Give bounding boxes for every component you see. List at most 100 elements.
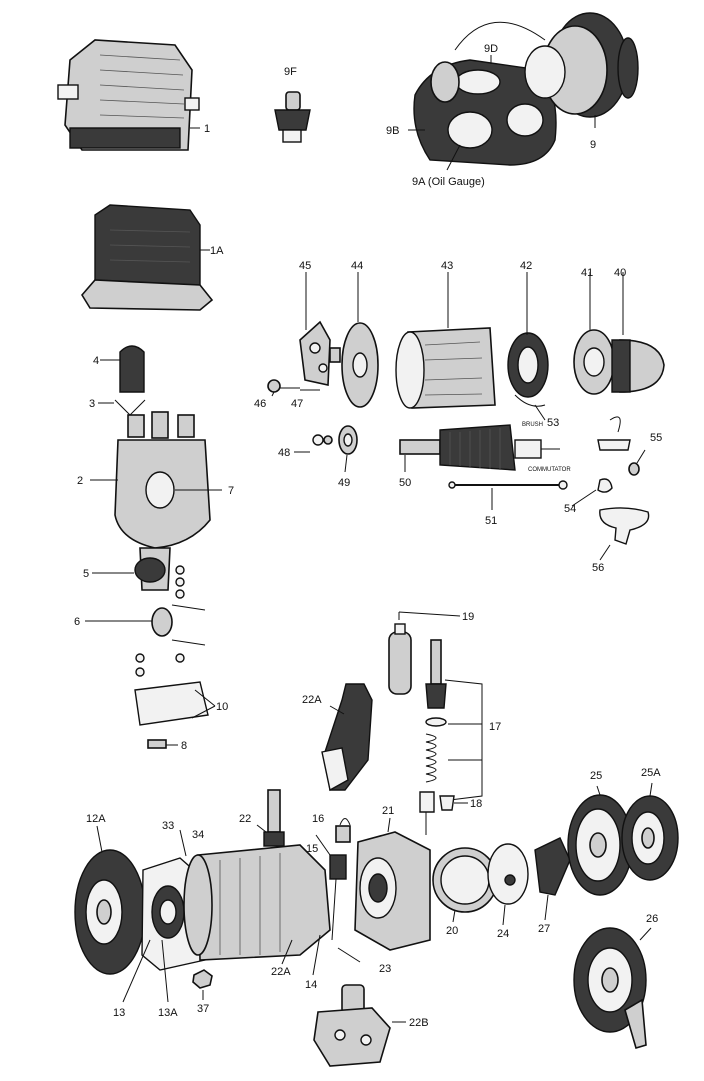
label-4: 4 bbox=[93, 355, 99, 367]
label-18: 18 bbox=[470, 798, 482, 810]
label-20: 20 bbox=[446, 925, 458, 937]
label-53: 53 bbox=[547, 417, 559, 429]
label-22: 22 bbox=[239, 813, 251, 825]
screw-46 bbox=[267, 379, 300, 393]
label-9b: 9B bbox=[386, 125, 399, 137]
cover-band-40 bbox=[611, 339, 665, 393]
plug-18 bbox=[419, 791, 455, 835]
label-commutator: COMMUTATOR bbox=[528, 467, 571, 473]
label-1a: 1A bbox=[210, 245, 224, 257]
ring-20 bbox=[432, 847, 498, 913]
label-33: 33 bbox=[162, 820, 174, 832]
label-3: 3 bbox=[89, 398, 95, 410]
label-27: 27 bbox=[538, 923, 550, 935]
end-plate-45 bbox=[299, 320, 331, 386]
label-34: 34 bbox=[192, 829, 204, 841]
clip-3 bbox=[114, 399, 146, 416]
terminal-55 bbox=[597, 439, 640, 476]
label-13: 13 bbox=[113, 1007, 125, 1019]
label-47: 47 bbox=[291, 398, 303, 410]
label-44: 44 bbox=[351, 260, 363, 272]
label-2: 2 bbox=[77, 475, 83, 487]
label-42: 42 bbox=[520, 260, 532, 272]
cam-24 bbox=[487, 843, 529, 905]
label-5: 5 bbox=[83, 568, 89, 580]
bearing-44 bbox=[329, 322, 379, 408]
label-54: 54 bbox=[564, 503, 576, 515]
commutator-end-41 bbox=[573, 329, 615, 395]
label-51: 51 bbox=[485, 515, 497, 527]
label-12a: 12A bbox=[86, 813, 106, 825]
gauge-housing-9 bbox=[524, 12, 639, 118]
cutout-relay-1A bbox=[81, 204, 214, 311]
fitting-22 bbox=[263, 789, 285, 847]
label-46: 46 bbox=[254, 398, 266, 410]
label-26: 26 bbox=[646, 913, 658, 925]
label-55: 55 bbox=[650, 432, 662, 444]
label-13a: 13A bbox=[158, 1007, 178, 1019]
fitting-15 bbox=[329, 854, 347, 941]
label-brush: BRUSH bbox=[522, 422, 543, 428]
label-23: 23 bbox=[379, 963, 391, 975]
label-7: 7 bbox=[228, 485, 234, 497]
instrument-panel-9B bbox=[413, 59, 557, 166]
label-1: 1 bbox=[204, 123, 210, 135]
label-40: 40 bbox=[614, 267, 626, 279]
fan-housing-26 bbox=[573, 927, 647, 1049]
bolt-33 bbox=[179, 829, 187, 857]
label-43: 43 bbox=[441, 260, 453, 272]
bowl-22A bbox=[321, 683, 373, 792]
label-9d: 9D bbox=[484, 43, 498, 55]
pulley-25A bbox=[621, 795, 679, 881]
nut-37 bbox=[192, 969, 213, 989]
label-45: 45 bbox=[299, 260, 311, 272]
label-24: 24 bbox=[497, 928, 509, 940]
label-19: 19 bbox=[462, 611, 474, 623]
label-48: 48 bbox=[278, 447, 290, 459]
label-25: 25 bbox=[590, 770, 602, 782]
cap-4 bbox=[119, 345, 145, 393]
label-9f: 9F bbox=[284, 66, 297, 78]
point-set-6 bbox=[151, 604, 206, 646]
lever-27 bbox=[534, 837, 571, 896]
label-17: 17 bbox=[489, 721, 501, 733]
connector-16 bbox=[335, 818, 351, 843]
drive-gear-5 bbox=[134, 557, 166, 583]
label-6: 6 bbox=[74, 616, 80, 628]
socket-9F bbox=[274, 91, 311, 143]
pulley-25 bbox=[567, 794, 633, 896]
label-16: 16 bbox=[312, 813, 324, 825]
label-22a-top: 22A bbox=[302, 694, 322, 706]
pump-body-main bbox=[183, 844, 331, 961]
label-50: 50 bbox=[399, 477, 411, 489]
clip-54 bbox=[597, 478, 613, 493]
clamp-22B bbox=[313, 984, 391, 1067]
label-10: 10 bbox=[216, 701, 228, 713]
label-49: 49 bbox=[338, 477, 350, 489]
label-21: 21 bbox=[382, 805, 394, 817]
brush-plate-42 bbox=[507, 332, 549, 407]
armature-50 bbox=[399, 424, 560, 471]
voltage-regulator-1 bbox=[57, 39, 200, 151]
label-37: 37 bbox=[197, 1003, 209, 1015]
bracket-56 bbox=[599, 507, 650, 545]
spring-washers-10 bbox=[134, 565, 209, 726]
label-41: 41 bbox=[581, 267, 593, 279]
cap-19 bbox=[388, 623, 412, 695]
label-14: 14 bbox=[305, 979, 317, 991]
label-8: 8 bbox=[181, 740, 187, 752]
washer-48 bbox=[312, 434, 333, 446]
through-bolt-51 bbox=[448, 480, 568, 490]
label-25a: 25A bbox=[641, 767, 661, 779]
label-56: 56 bbox=[592, 562, 604, 574]
screw-8 bbox=[147, 739, 167, 749]
label-9a: 9A (Oil Gauge) bbox=[412, 176, 485, 188]
housing-21 bbox=[354, 831, 431, 951]
label-22a: 22A bbox=[271, 966, 291, 978]
label-15: 15 bbox=[306, 843, 318, 855]
label-22b: 22B bbox=[409, 1017, 429, 1029]
yoke-43 bbox=[395, 327, 496, 409]
gear-12A bbox=[74, 849, 146, 975]
valve-17 bbox=[425, 639, 447, 783]
